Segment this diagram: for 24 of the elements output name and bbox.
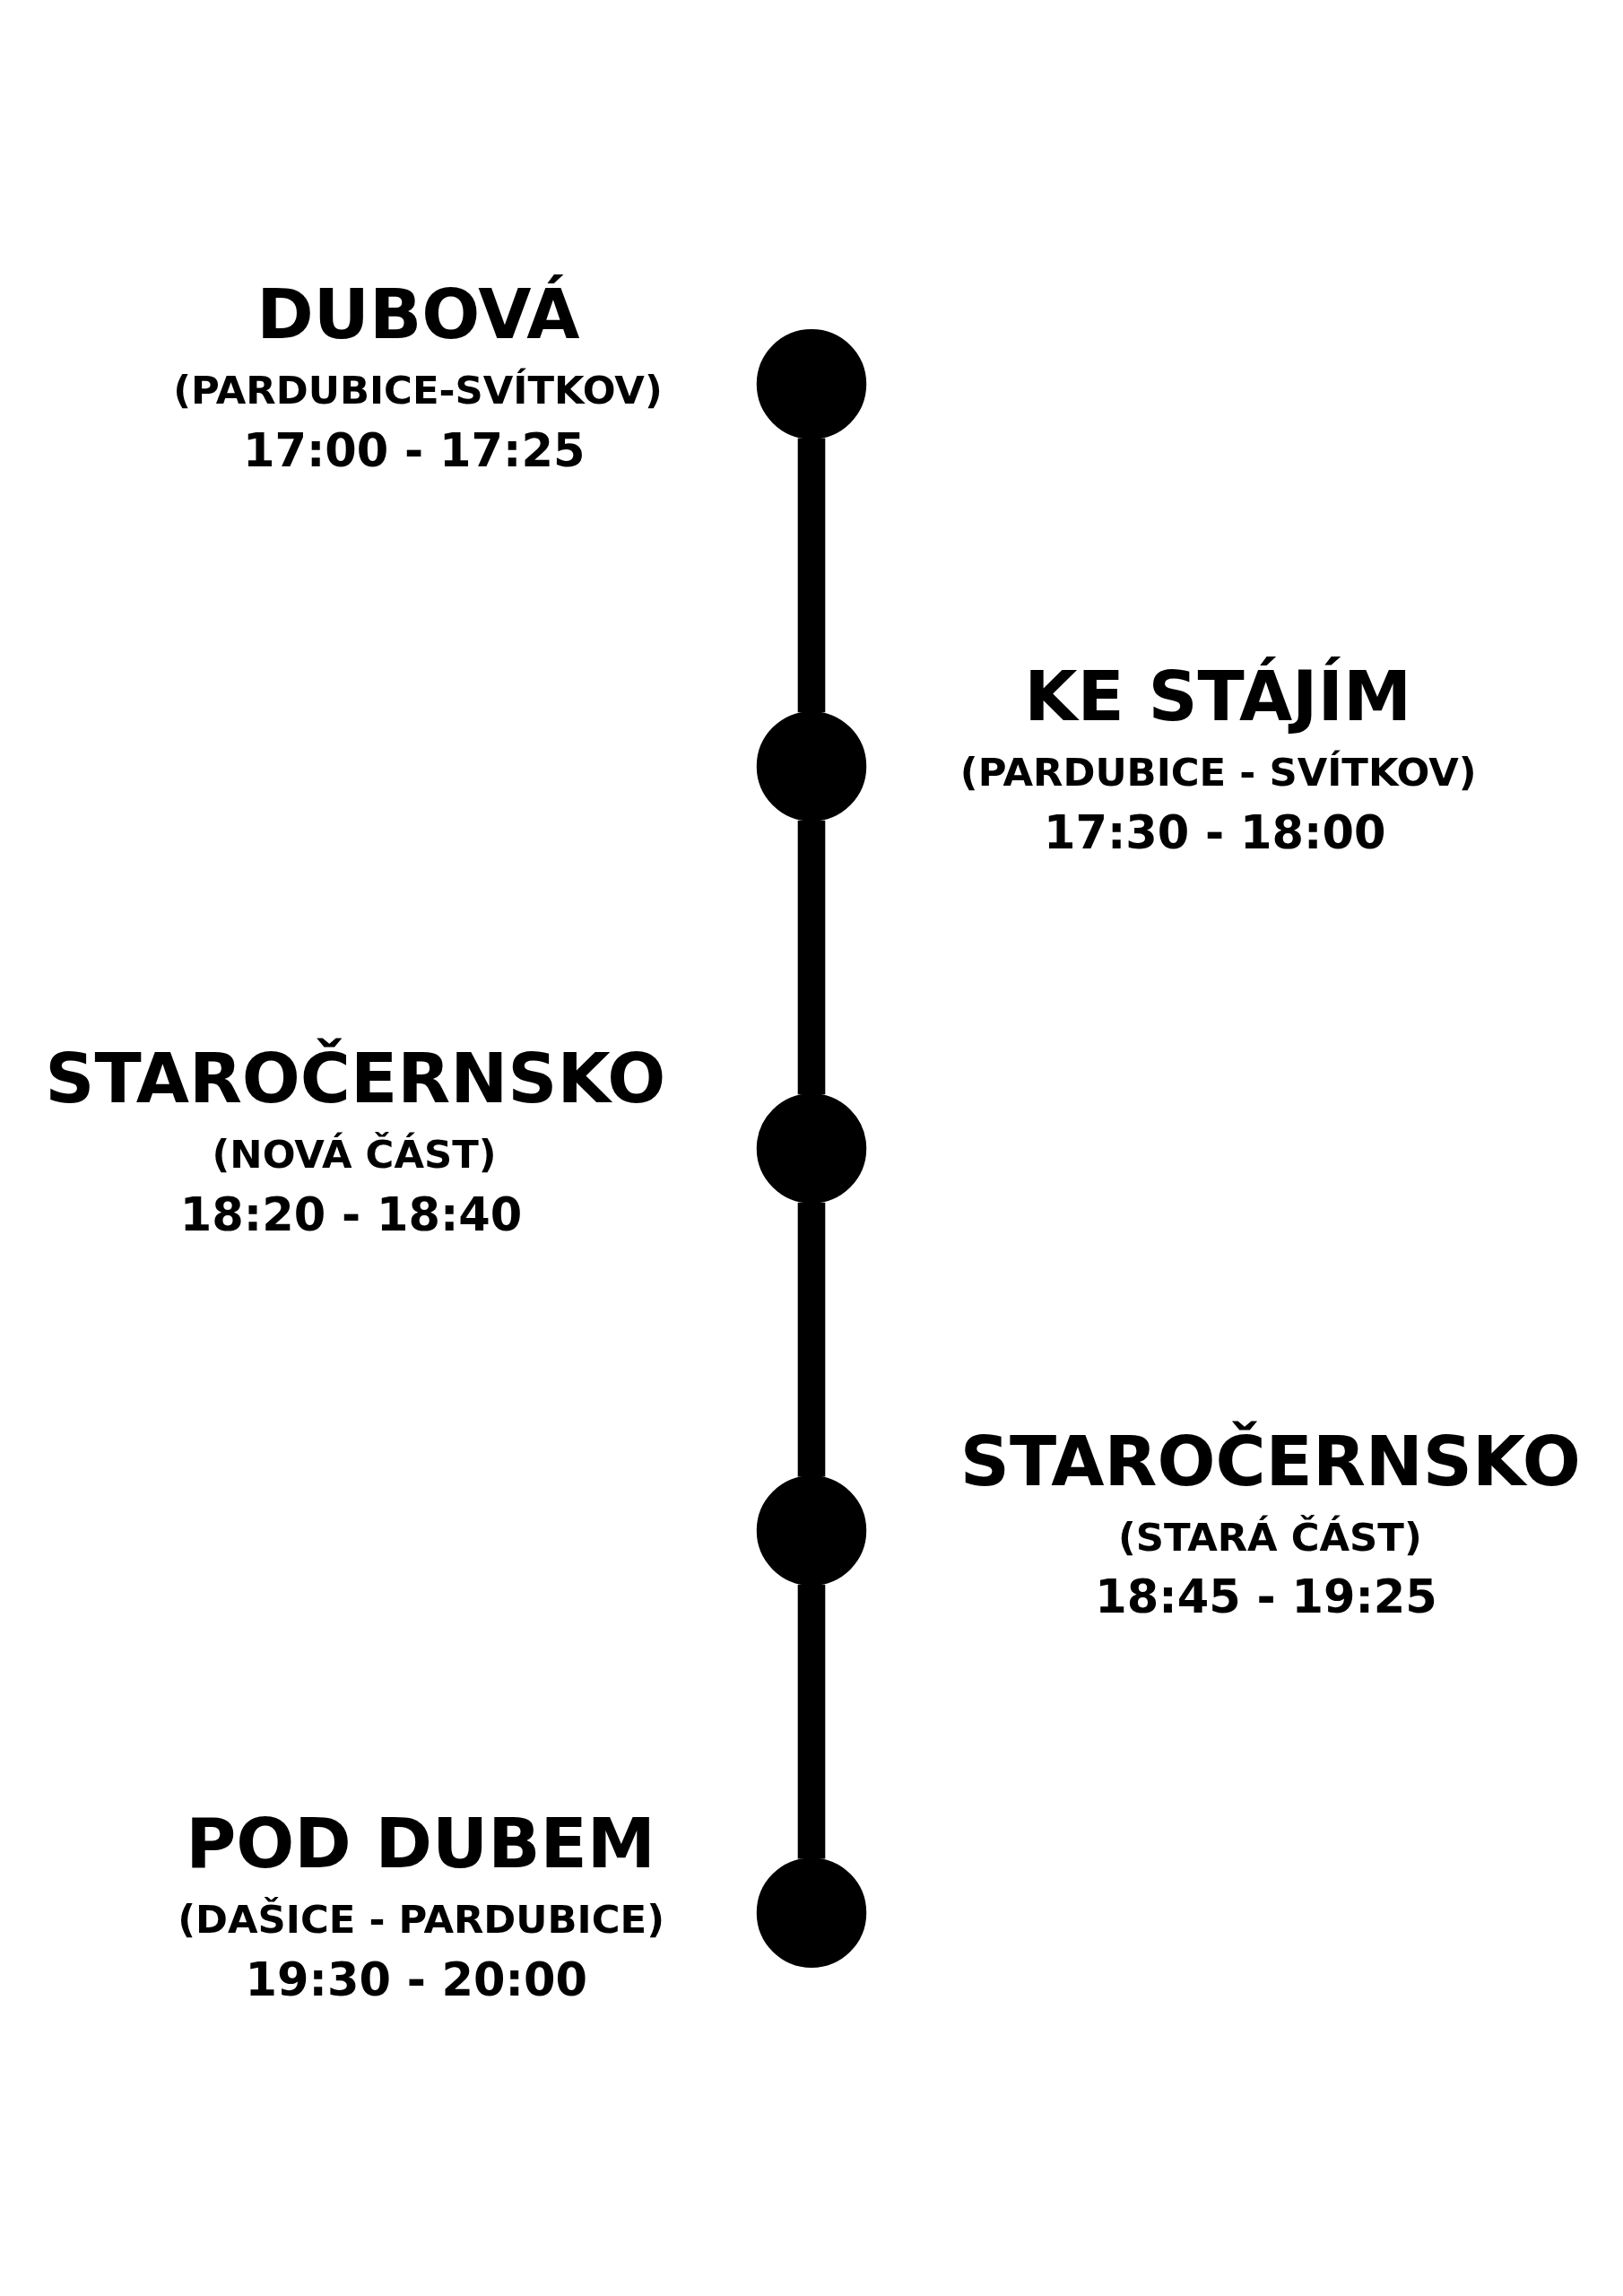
node-label: POD DUBEM (186, 1803, 655, 1883)
connector (797, 1202, 826, 1476)
node-circle (756, 328, 867, 439)
node-label: (PARDUBICE - SVÍTKOV) (959, 749, 1477, 795)
node-label: (STARÁ ČÁST) (1117, 1514, 1422, 1560)
node-circle (756, 1092, 867, 1204)
node-label: DUBOVÁ (256, 274, 580, 354)
node-circle (756, 1857, 867, 1968)
node-label: STAROČERNSKO (45, 1038, 666, 1118)
node-circle (756, 710, 867, 822)
node-label: 17:00 - 17:25 (242, 423, 586, 477)
node-label: STAROČERNSKO (959, 1421, 1581, 1501)
node-label: 18:45 - 19:25 (1095, 1570, 1437, 1623)
node-label: 17:30 - 18:00 (1043, 805, 1386, 859)
node-label: 19:30 - 20:00 (245, 1952, 588, 2006)
node-label: KE STÁJÍM (1024, 656, 1412, 736)
node-label: (NOVÁ ČÁST) (212, 1131, 497, 1177)
node-label: 18:20 - 18:40 (179, 1187, 523, 1241)
connector (797, 438, 826, 712)
node-circle (756, 1474, 867, 1586)
connector (797, 820, 826, 1094)
node-label: (DAŠICE - PARDUBICE) (178, 1896, 664, 1942)
connector (797, 1584, 826, 1858)
node-label: (PARDUBICE-SVÍTKOV) (173, 367, 663, 413)
